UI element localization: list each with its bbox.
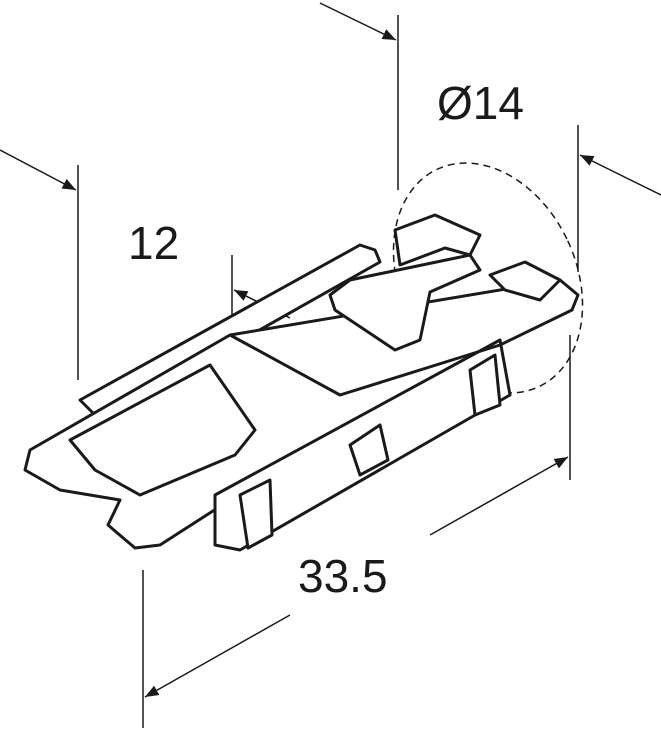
diameter-dimension-label: Ø14: [437, 77, 524, 129]
length-dimension-label: 33.5: [298, 550, 388, 602]
width-dimension-label: 12: [128, 217, 180, 269]
connector-body: [23, 213, 580, 552]
